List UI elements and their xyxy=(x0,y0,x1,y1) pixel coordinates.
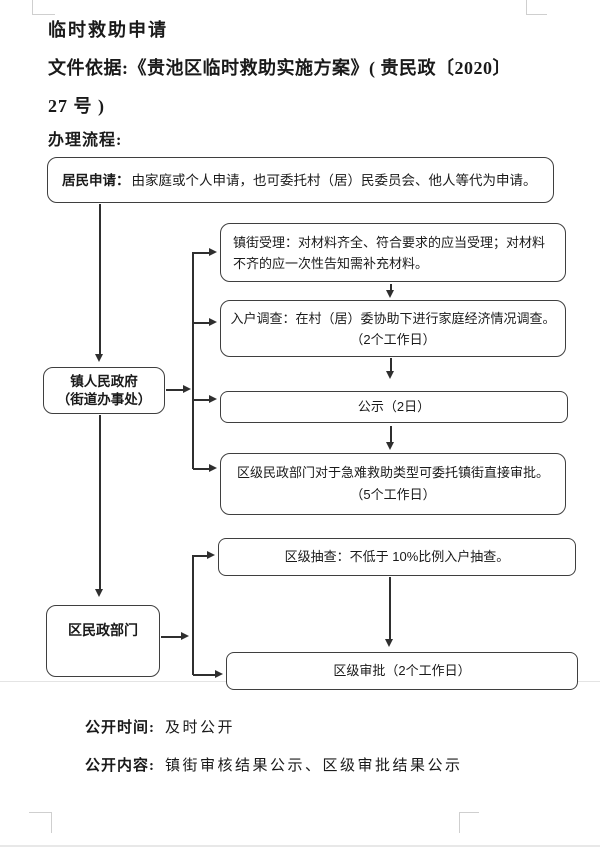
town-government-line1: 镇人民政府 xyxy=(70,374,138,389)
basis-line-2: 27 号 ) xyxy=(48,96,105,116)
branch-arrow-delegate-line xyxy=(193,468,210,470)
arrow-publicity-to-delegate-head xyxy=(386,442,394,450)
arrow-district-to-connector-line xyxy=(161,636,182,638)
page-title: 临时救助申请 xyxy=(48,20,168,40)
arrow-town-to-connector-head xyxy=(183,385,191,393)
page-bottom-separator xyxy=(0,845,600,847)
arrow-town-to-district-line xyxy=(99,415,101,590)
acceptance-line1: 镇街受理：对材料齐全、符合要求的应当受理；对材料 xyxy=(233,235,546,250)
arrow-acceptance-to-survey-head xyxy=(386,290,394,298)
flow-box-resident-application: 居民申请：由家庭或个人申请，也可委托村（居）民委员会、他人等代为申请。 xyxy=(47,157,554,203)
flow-box-household-survey: 入户调查：在村（居）委协助下进行家庭经济情况调查。 （2个工作日） xyxy=(220,300,566,357)
connector-district-branches xyxy=(192,555,194,675)
flow-box-district-approval: 区级审批（2个工作日） xyxy=(226,652,578,690)
acceptance-line2: 不齐的应一次性告知需补充材料。 xyxy=(233,256,429,271)
crop-mark-bottom-right-h xyxy=(459,812,479,813)
arrow-town-to-connector-line xyxy=(166,389,184,391)
crop-mark-bottom-right xyxy=(459,812,460,833)
crop-mark-top-left xyxy=(32,0,33,14)
branch-arrow-acceptance-head xyxy=(209,248,217,256)
publish-time-value: 及时公开 xyxy=(165,720,236,736)
flow-box-acceptance: 镇街受理：对材料齐全、符合要求的应当受理；对材料 不齐的应一次性告知需补充材料。 xyxy=(220,223,566,282)
arrow-district-to-connector-head xyxy=(181,632,189,640)
district-delegate-line1: 区级民政部门对于急难救助类型可委托镇街直接审批。 xyxy=(236,465,549,480)
publish-time-line: 公开时间: 及时公开 xyxy=(85,716,235,737)
town-government-line2: （街道办事处） xyxy=(56,392,152,407)
branch-arrow-spot-check-head xyxy=(207,551,215,559)
branch-arrow-survey-line xyxy=(193,322,210,324)
flow-box-district-delegate: 区级民政部门对于急难救助类型可委托镇街直接审批。 （5个工作日） xyxy=(220,453,566,515)
flow-box-town-government: 镇人民政府 （街道办事处） xyxy=(43,367,165,414)
branch-arrow-approval-head xyxy=(215,670,223,678)
branch-arrow-delegate-head xyxy=(209,464,217,472)
arrow-publicity-to-delegate-line xyxy=(390,426,392,443)
branch-arrow-spot-check-line xyxy=(193,555,208,557)
arrow-acceptance-to-survey-line xyxy=(390,284,392,291)
district-delegate-line2: （5个工作日） xyxy=(350,487,436,502)
publish-content-label: 公开内容: xyxy=(85,758,155,774)
household-survey-line1: 入户调查：在村（居）委协助下进行家庭经济情况调查。 xyxy=(230,311,556,326)
crop-mark-top-left-h xyxy=(32,14,55,15)
arrow-town-to-district-head xyxy=(95,589,103,597)
arrow-spot-check-to-approval-head xyxy=(385,639,393,647)
branch-arrow-survey-head xyxy=(209,318,217,326)
publish-time-label: 公开时间: xyxy=(85,720,155,736)
household-survey-line2: （2个工作日） xyxy=(350,332,436,347)
flow-box-district-civil-affairs: 区民政部门 xyxy=(46,605,160,677)
branch-arrow-publicity-head xyxy=(209,395,217,403)
crop-mark-top-right xyxy=(526,0,527,14)
flow-box-publicity: 公示（2日） xyxy=(220,391,568,423)
arrow-spot-check-to-approval-line xyxy=(389,577,391,640)
arrow-resident-to-town-line xyxy=(99,204,101,354)
connector-town-branches xyxy=(192,252,194,469)
branch-arrow-publicity-line xyxy=(193,399,210,401)
branch-arrow-approval-line xyxy=(193,674,216,676)
crop-mark-bottom-left-h xyxy=(29,812,51,813)
publish-content-value: 镇街审核结果公示、区级审批结果公示 xyxy=(165,758,463,774)
branch-arrow-acceptance-line xyxy=(193,252,210,254)
crop-mark-bottom-left xyxy=(51,812,52,833)
process-heading: 办理流程: xyxy=(48,132,123,149)
flow-box-spot-check: 区级抽查：不低于 10%比例入户抽查。 xyxy=(218,538,576,576)
arrow-survey-to-publicity-head xyxy=(386,371,394,379)
arrow-resident-to-town-head xyxy=(95,354,103,362)
publish-content-line: 公开内容: 镇街审核结果公示、区级审批结果公示 xyxy=(85,754,463,775)
resident-application-text: 由家庭或个人申请，也可委托村（居）民委员会、他人等代为申请。 xyxy=(131,172,537,188)
crop-mark-top-right-h xyxy=(526,14,547,15)
resident-application-label: 居民申请： xyxy=(62,172,130,188)
basis-line-1: 文件依据:《贵池区临时救助实施方案》( 贵民政〔2020〕 xyxy=(48,58,511,78)
arrow-survey-to-publicity-line xyxy=(390,358,392,372)
